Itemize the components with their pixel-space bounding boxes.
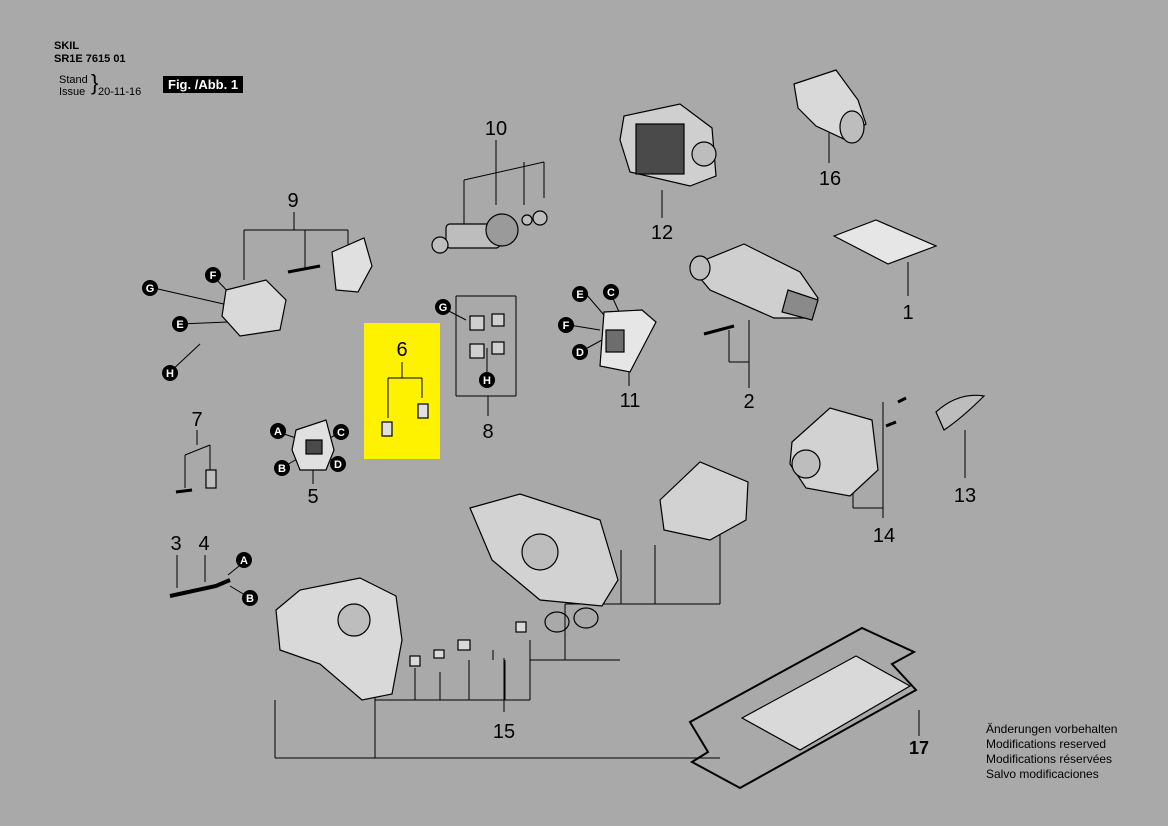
- issue-date: 20-11-16: [98, 86, 142, 98]
- brace-glyph: }: [91, 70, 99, 95]
- connector-h-brush: H: [479, 372, 495, 388]
- part-6-highlight: [364, 323, 440, 459]
- connector-d-switch: D: [330, 456, 346, 472]
- part-number-1: 1: [902, 302, 913, 324]
- svg-text:D: D: [334, 459, 342, 471]
- connector-g-brush: G: [435, 299, 451, 315]
- svg-text:A: A: [240, 555, 248, 567]
- svg-text:A: A: [274, 426, 282, 438]
- part-number-4: 4: [198, 533, 209, 555]
- model-number: SR1E 7615 01: [54, 53, 126, 65]
- svg-text:E: E: [576, 289, 583, 301]
- part-number-10: 10: [485, 118, 507, 140]
- svg-text:F: F: [563, 320, 570, 332]
- part-number-5: 5: [307, 486, 318, 508]
- connector-a-switch: A: [270, 423, 286, 439]
- part-number-8: 8: [482, 421, 493, 443]
- issue-label: Issue: [59, 86, 86, 98]
- connector-c-switch: C: [333, 424, 349, 440]
- part-number-12: 12: [651, 222, 673, 244]
- svg-text:H: H: [483, 375, 491, 387]
- note-de: Änderungen vorbehalten: [986, 722, 1118, 736]
- part-number-11: 11: [620, 390, 641, 412]
- connector-a-cable: A: [236, 552, 252, 568]
- connector-labels: G F E H G H A C B D E C F D A B: [142, 267, 619, 606]
- stand-label: Stand: [59, 74, 88, 86]
- connector-b-cable: B: [242, 590, 258, 606]
- note-en: Modifications reserved: [986, 737, 1107, 751]
- part-number-2: 2: [743, 391, 754, 413]
- svg-text:C: C: [607, 287, 615, 299]
- part-number-17: 17: [909, 738, 929, 758]
- connector-h-motor: H: [162, 365, 178, 381]
- part-number-13: 13: [954, 485, 976, 507]
- part-number-16: 16: [819, 168, 841, 190]
- connector-g-motor: G: [142, 280, 158, 296]
- svg-text:H: H: [166, 368, 174, 380]
- part-number-15: 15: [493, 721, 515, 743]
- connector-d-plate: D: [572, 344, 588, 360]
- part-numbers: 1 2 3 4 5 6 7 8 9 10 11 12 13 14 15 16 1…: [170, 118, 976, 758]
- svg-text:F: F: [210, 270, 217, 282]
- svg-text:G: G: [439, 302, 448, 314]
- connector-f-plate: F: [558, 317, 574, 333]
- part-shapes: [169, 69, 986, 790]
- note-fr: Modifications réservées: [986, 752, 1113, 766]
- brand-label: SKIL: [54, 40, 80, 52]
- note-es: Salvo modificaciones: [986, 767, 1099, 781]
- part-number-14: 14: [873, 525, 895, 547]
- part-number-7: 7: [191, 409, 202, 431]
- part-number-3: 3: [170, 533, 181, 555]
- connector-f-motor: F: [205, 267, 221, 283]
- svg-text:B: B: [278, 463, 286, 475]
- connector-e-plate: E: [572, 286, 588, 302]
- modification-notes: Änderungen vorbehalten Modifications res…: [986, 722, 1117, 782]
- svg-text:B: B: [246, 593, 254, 605]
- svg-text:G: G: [146, 283, 155, 295]
- part-number-6: 6: [396, 339, 407, 361]
- svg-text:C: C: [337, 427, 345, 439]
- svg-text:E: E: [176, 319, 183, 331]
- connector-e-motor: E: [172, 316, 188, 332]
- figure-label: Fig. /Abb. 1: [163, 76, 244, 93]
- svg-text:D: D: [576, 347, 584, 359]
- part-number-9: 9: [287, 190, 298, 212]
- connector-b-switch: B: [274, 460, 290, 476]
- connector-c-plate: C: [603, 284, 619, 300]
